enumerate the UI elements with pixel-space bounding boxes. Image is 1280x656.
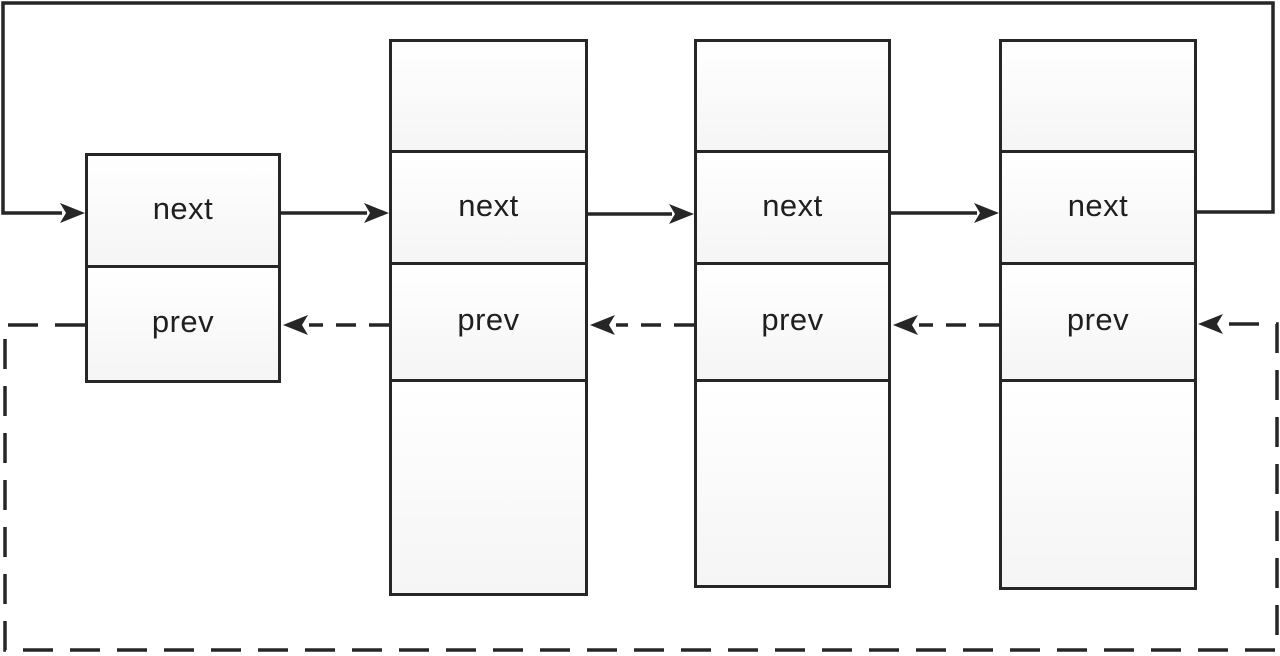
node-2-bottom-cell — [392, 382, 585, 593]
node-3-data-cell — [697, 42, 888, 153]
node-4-bottom-cell — [1002, 382, 1194, 587]
next-arrow-1-2-head — [364, 203, 389, 223]
node-2-next-cell: next — [392, 153, 585, 265]
next-arrow-2-3-head — [669, 204, 694, 224]
node-2-data-cell — [392, 42, 585, 153]
node-2-prev-cell: prev — [392, 265, 585, 382]
node-4-next-cell: next — [1002, 153, 1194, 265]
next-loop-arrowhead — [60, 203, 85, 223]
node-1-prev-cell: prev — [88, 268, 278, 380]
node-1-next-label: next — [152, 190, 214, 226]
next-loop-line — [3, 3, 1273, 213]
prev-loop-arrowhead — [1198, 314, 1223, 334]
node-4-prev-label: prev — [1066, 302, 1130, 337]
node-4-next-label: next — [1067, 187, 1129, 223]
node-3-next-label: next — [762, 187, 823, 223]
node-4-data-cell — [1002, 42, 1194, 153]
node-1-prev-label: prev — [151, 304, 215, 339]
prev-arrow-2-1-head — [283, 315, 308, 335]
node-2-next-label: next — [458, 187, 519, 223]
node-1: next prev — [85, 153, 281, 383]
prev-arrow-4-3-head — [893, 315, 918, 335]
prev-loop-line — [5, 324, 1277, 650]
node-3-prev-label: prev — [761, 302, 824, 337]
node-2: next prev — [389, 39, 588, 596]
node-3-bottom-cell — [697, 382, 888, 585]
prev-arrow-3-2-head — [590, 315, 615, 335]
node-3-next-cell: next — [697, 153, 888, 265]
node-3-prev-cell: prev — [697, 265, 888, 382]
node-4: next prev — [999, 39, 1197, 590]
node-2-prev-label: prev — [457, 302, 520, 337]
node-1-next-cell: next — [88, 156, 278, 268]
node-4-prev-cell: prev — [1002, 265, 1194, 382]
node-3: next prev — [694, 39, 891, 588]
next-arrow-3-4-head — [974, 203, 999, 223]
